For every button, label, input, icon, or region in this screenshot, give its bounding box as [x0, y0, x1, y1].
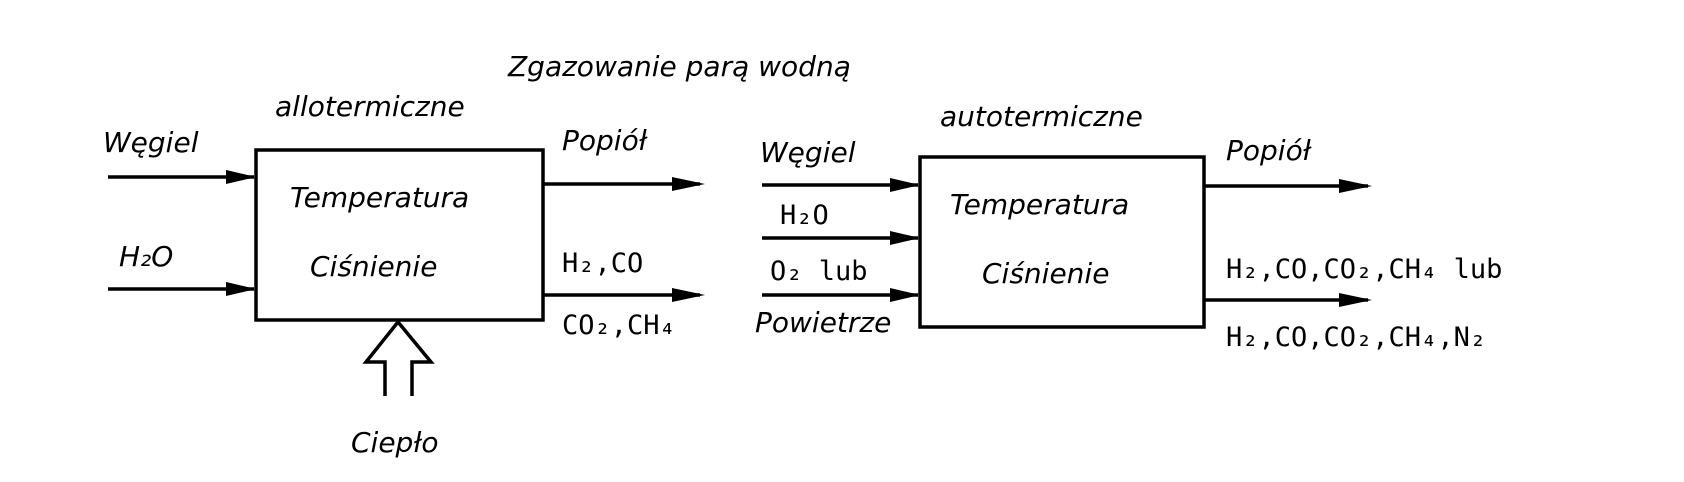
allothermal-output-gas-2: CO₂,CH₄	[562, 310, 676, 341]
autothermal-output-ash: Popiół	[1226, 134, 1312, 167]
allothermal-output-ash: Popiół	[562, 124, 648, 157]
autothermal-box-pressure: Ciśnienie	[982, 257, 1109, 290]
autothermal-output-gas-2: H₂,CO,CO₂,CH₄,N₂	[1226, 322, 1486, 353]
allothermal-box-temperature: Temperatura	[290, 181, 469, 214]
arrowhead-icon	[890, 231, 920, 245]
autothermal-input-air: Powietrze	[755, 306, 891, 339]
allothermal-label: allotermiczne	[275, 90, 465, 123]
arrowhead-icon	[1339, 293, 1372, 307]
arrowhead-icon	[672, 288, 705, 302]
arrowhead-icon	[672, 177, 705, 191]
diagram-title: Zgazowanie parą wodną	[507, 50, 851, 83]
arrowhead-icon	[226, 170, 256, 184]
autothermal-input-oxygen: O₂ lub	[770, 256, 868, 287]
autothermal-input-coal: Węgiel	[760, 136, 856, 169]
allothermal-reactor-box	[254, 148, 545, 322]
arrowhead-icon	[226, 282, 256, 296]
allothermal-output-gas-1: H₂,CO	[562, 248, 643, 279]
autothermal-reactor-box	[918, 155, 1206, 329]
allothermal-heat-label: Ciepło	[351, 426, 439, 459]
arrowhead-icon	[890, 178, 920, 192]
autothermal-input-water: H₂O	[780, 200, 829, 231]
arrowhead-icon	[1339, 179, 1372, 193]
allothermal-input-coal: Węgiel	[103, 126, 199, 159]
allothermal-input-water: H₂O	[119, 240, 173, 273]
autothermal-label: autotermiczne	[940, 100, 1143, 133]
allothermal-box-pressure: Ciśnienie	[310, 250, 437, 283]
autothermal-output-gas-1: H₂,CO,CO₂,CH₄ lub	[1226, 254, 1502, 285]
heat-input-arrow-icon	[362, 320, 435, 396]
arrowhead-icon	[890, 288, 920, 302]
autothermal-box-temperature: Temperatura	[950, 188, 1129, 221]
